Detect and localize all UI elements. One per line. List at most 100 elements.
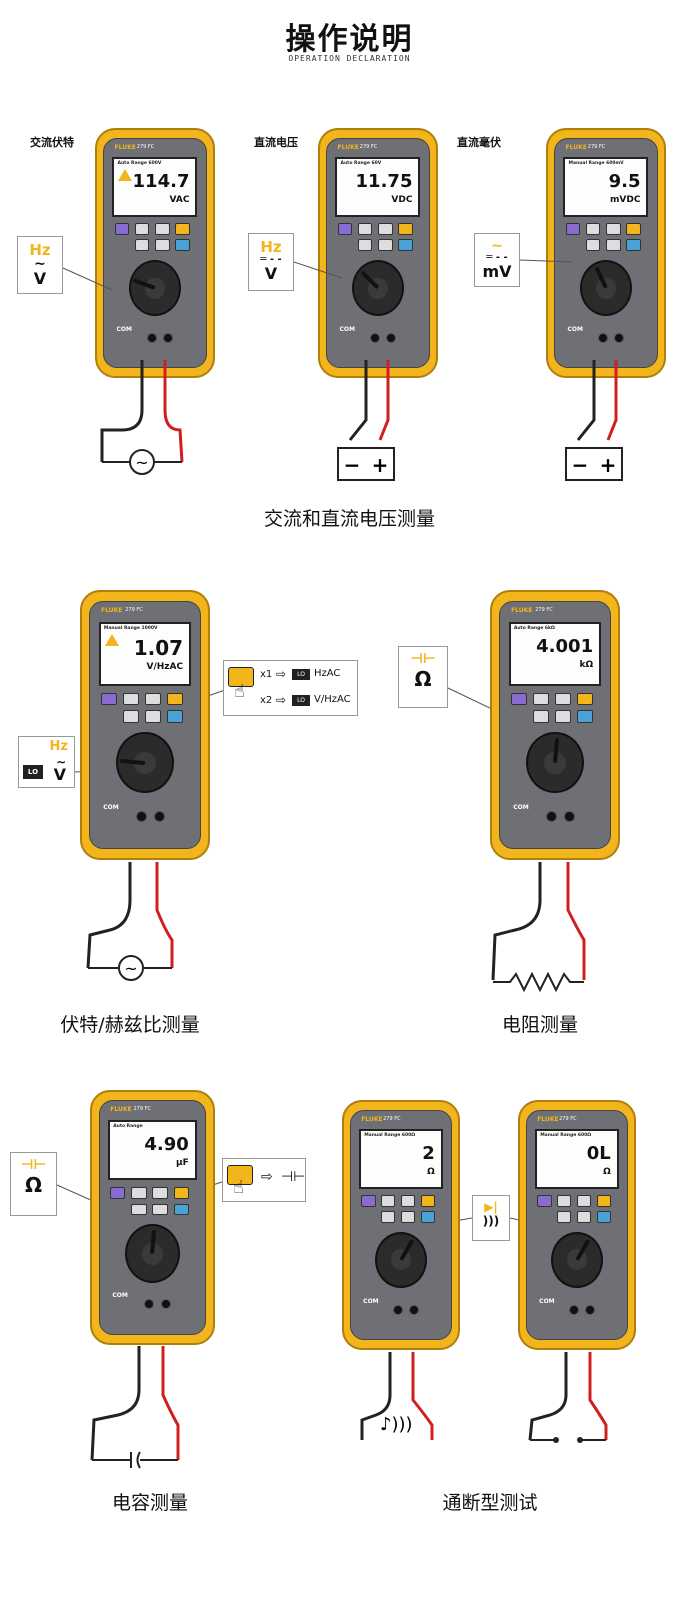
save-button[interactable] [144, 710, 161, 723]
setup-button[interactable] [357, 239, 373, 251]
com-label: COM [112, 1291, 128, 1299]
button-row-1 [537, 1195, 617, 1207]
minmax-button[interactable] [357, 223, 373, 235]
minmax-button[interactable] [123, 692, 139, 706]
save-button[interactable] [605, 239, 621, 251]
lcd-screen: Manual Range 600mV 9.5 mVDC [563, 157, 649, 217]
backlight-button[interactable] [626, 239, 641, 251]
hold-button[interactable] [361, 1195, 376, 1207]
red-lead [566, 862, 586, 980]
com-jack [144, 1298, 155, 1310]
range-button[interactable] [554, 692, 571, 706]
backlight-button[interactable] [596, 1211, 612, 1223]
range-button[interactable] [377, 223, 393, 235]
leader-line [519, 259, 573, 263]
lowpass-filter-icon: LO [292, 669, 310, 680]
rotary-dial[interactable] [375, 1231, 427, 1288]
minmax-button[interactable] [134, 223, 150, 235]
hold-button[interactable] [537, 1195, 552, 1207]
backlight-button[interactable] [173, 1203, 189, 1216]
com-label: COM [363, 1297, 379, 1305]
callout-hz-dc-volts: Hz ═ ‑ ‑ V [248, 233, 294, 291]
page-title: 操作说明 [285, 22, 414, 57]
lcd-screen: Manual Range 600Ω 0L Ω [535, 1129, 619, 1189]
function-button[interactable] [166, 692, 183, 706]
rotary-dial[interactable] [351, 259, 405, 317]
ohm-symbol: Ω [24, 1173, 42, 1197]
function-button[interactable] [420, 1195, 436, 1207]
hold-button[interactable] [101, 692, 117, 706]
model-label: 279 FC [587, 143, 606, 150]
label-ac-volts: 交流伏特 [30, 136, 74, 149]
meter-body: FLUKE 279 FC Manual Range 600Ω 2 Ω COM [350, 1110, 452, 1340]
label-dc-millivolts: 直流毫伏 [457, 136, 501, 149]
reading-unit: VAC [169, 195, 190, 206]
black-lead [90, 1346, 141, 1461]
backlight-button[interactable] [420, 1211, 436, 1223]
reading-unit: VDC [391, 195, 413, 206]
function-button[interactable] [173, 1187, 189, 1199]
function-button[interactable] [175, 223, 190, 235]
backlight-button[interactable] [576, 710, 593, 723]
hold-button[interactable] [337, 223, 353, 235]
setup-button[interactable] [381, 1211, 396, 1223]
callout-continuity: ▶| ))) [472, 1195, 510, 1241]
open-contact-icon [577, 1437, 583, 1443]
setup-button[interactable] [557, 1211, 572, 1223]
meter-body: FLUKE 279 FC Manual Range 600Ω 0L Ω COM [526, 1110, 628, 1340]
rotary-dial[interactable] [128, 259, 182, 317]
minmax-button[interactable] [381, 1195, 396, 1207]
function-button[interactable] [626, 223, 641, 235]
hold-button[interactable] [565, 223, 581, 235]
save-button[interactable] [576, 1211, 592, 1223]
lcd-screen: Auto Range 6kΩ 4.001 kΩ [508, 621, 602, 686]
save-button[interactable] [554, 710, 571, 723]
hold-button[interactable] [511, 692, 527, 706]
setup-button[interactable] [131, 1203, 147, 1216]
range-button[interactable] [400, 1195, 416, 1207]
function-button[interactable] [398, 223, 413, 235]
save-button[interactable] [154, 239, 170, 251]
multimeter-ac-volts: FLUKE 279 FC Auto Range 600V 114.7 VAC C… [95, 128, 215, 378]
backlight-button[interactable] [398, 239, 413, 251]
range-button[interactable] [152, 1187, 168, 1199]
hold-button[interactable] [114, 223, 130, 235]
reading-value: 114.7 [132, 171, 190, 193]
rotary-dial[interactable] [526, 732, 584, 794]
minmax-button[interactable] [557, 1195, 572, 1207]
range-button[interactable] [154, 223, 170, 235]
save-button[interactable] [152, 1203, 168, 1216]
function-button[interactable] [596, 1195, 612, 1207]
red-lead [161, 1346, 180, 1460]
minmax-button[interactable] [533, 692, 549, 706]
setup-button[interactable] [134, 239, 150, 251]
setup-button[interactable] [123, 710, 139, 723]
setup-button[interactable] [585, 239, 601, 251]
button-row-2 [101, 710, 189, 723]
reading-value: 4.001 [536, 635, 594, 657]
rotary-dial[interactable] [551, 1231, 603, 1288]
range-button[interactable] [576, 1195, 592, 1207]
minmax-button[interactable] [585, 223, 601, 235]
rotary-dial[interactable] [125, 1224, 180, 1284]
range-button[interactable] [605, 223, 621, 235]
setup-button[interactable] [533, 710, 549, 723]
dc-line-icon: ═ ‑ ‑ [486, 252, 508, 263]
button-row-1 [110, 1187, 194, 1199]
save-button[interactable] [400, 1211, 416, 1223]
backlight-button[interactable] [166, 710, 183, 723]
com-jack [597, 332, 608, 343]
model-label: 279 FC [136, 143, 155, 150]
red-lead [588, 1352, 608, 1440]
v-jack [584, 1304, 595, 1315]
function-button[interactable] [576, 692, 593, 706]
rotary-dial[interactable] [116, 732, 174, 794]
rotary-dial[interactable] [579, 259, 633, 317]
minmax-button[interactable] [131, 1187, 147, 1199]
save-button[interactable] [377, 239, 393, 251]
black-lead [528, 1352, 568, 1441]
hold-button[interactable] [110, 1187, 126, 1199]
button-row-2 [537, 1211, 617, 1223]
range-button[interactable] [144, 692, 161, 706]
backlight-button[interactable] [175, 239, 190, 251]
